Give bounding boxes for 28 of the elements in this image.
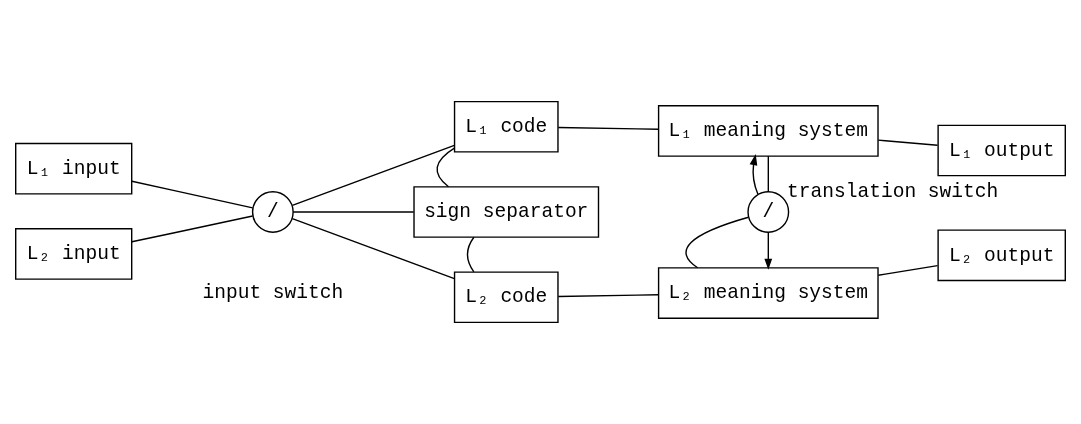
node-box: L₂ output (937, 229, 1066, 282)
node-box: L₁ code (453, 100, 559, 153)
node-circle: / (747, 191, 790, 233)
connector (291, 218, 456, 280)
connector (557, 126, 660, 130)
node-box: L₂ code (453, 271, 559, 324)
connector (877, 139, 939, 146)
node-box: L₁ input (15, 142, 133, 195)
connector (131, 215, 254, 243)
arrow (749, 154, 759, 195)
connector (877, 264, 939, 276)
node-box: L₂ meaning system (657, 267, 879, 319)
node-label: input switch (202, 282, 344, 305)
arrow (764, 231, 773, 270)
node-box: sign separator (413, 186, 600, 238)
node-box: L₁ meaning system (657, 105, 879, 157)
connector (767, 155, 769, 193)
connector (131, 180, 254, 209)
connector (436, 147, 456, 188)
connector (292, 211, 415, 213)
connector (466, 236, 475, 273)
node-label: translation switch (787, 180, 999, 203)
node-circle: / (251, 191, 294, 233)
connector (557, 294, 660, 298)
node-box: L₂ input (15, 228, 133, 280)
connector (291, 144, 456, 206)
node-box: L₁ output (937, 124, 1066, 177)
connector (685, 216, 750, 269)
